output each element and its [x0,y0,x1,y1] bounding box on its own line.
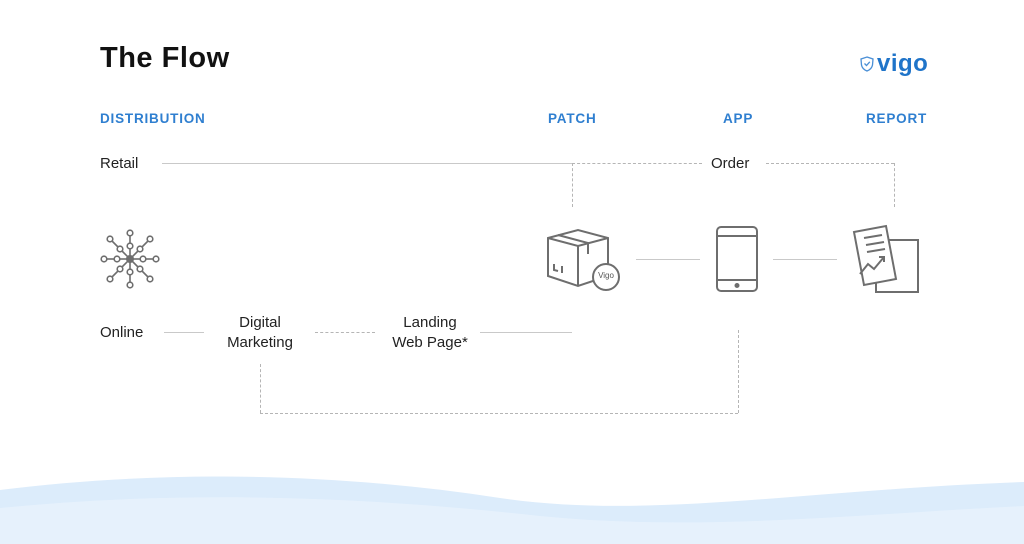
background-wave [0,460,1024,544]
node-landing-page: Landing Web Page* [392,314,468,351]
logo-text: vigo [877,50,929,77]
connector-app-down [738,330,739,413]
connector-app-report [773,259,837,260]
page-title: The Flow [100,42,230,74]
connector-patch-app [636,259,700,260]
patch-badge: Vigo [598,271,614,280]
connector-retail-patch [162,163,572,164]
column-report: REPORT [866,111,928,126]
connector-bottom-loop [260,413,738,414]
shield-icon [860,56,874,72]
vigo-logo: vigo [860,50,928,78]
connector-order-report [766,163,894,164]
column-distribution: DISTRIBUTION [100,111,206,126]
connector-online-digital [164,332,204,333]
connector-landing-patch [480,332,572,333]
network-hub-icon [100,229,160,289]
connector-to-patch-drop [572,163,573,207]
node-order: Order [711,155,750,172]
column-app: APP [723,111,754,126]
node-retail: Retail [100,155,139,172]
report-chart-icon [850,224,922,296]
connector-to-report-drop [894,163,895,207]
smartphone-icon [714,224,760,294]
column-patch: PATCH [548,111,597,126]
connector-digital-landing [315,332,375,333]
node-digital-marketing: Digital Marketing [227,314,293,351]
connector-patch-order [572,163,702,164]
node-online: Online [100,324,144,341]
connector-digital-down [260,364,261,413]
package-box-icon: Vigo [544,224,624,296]
